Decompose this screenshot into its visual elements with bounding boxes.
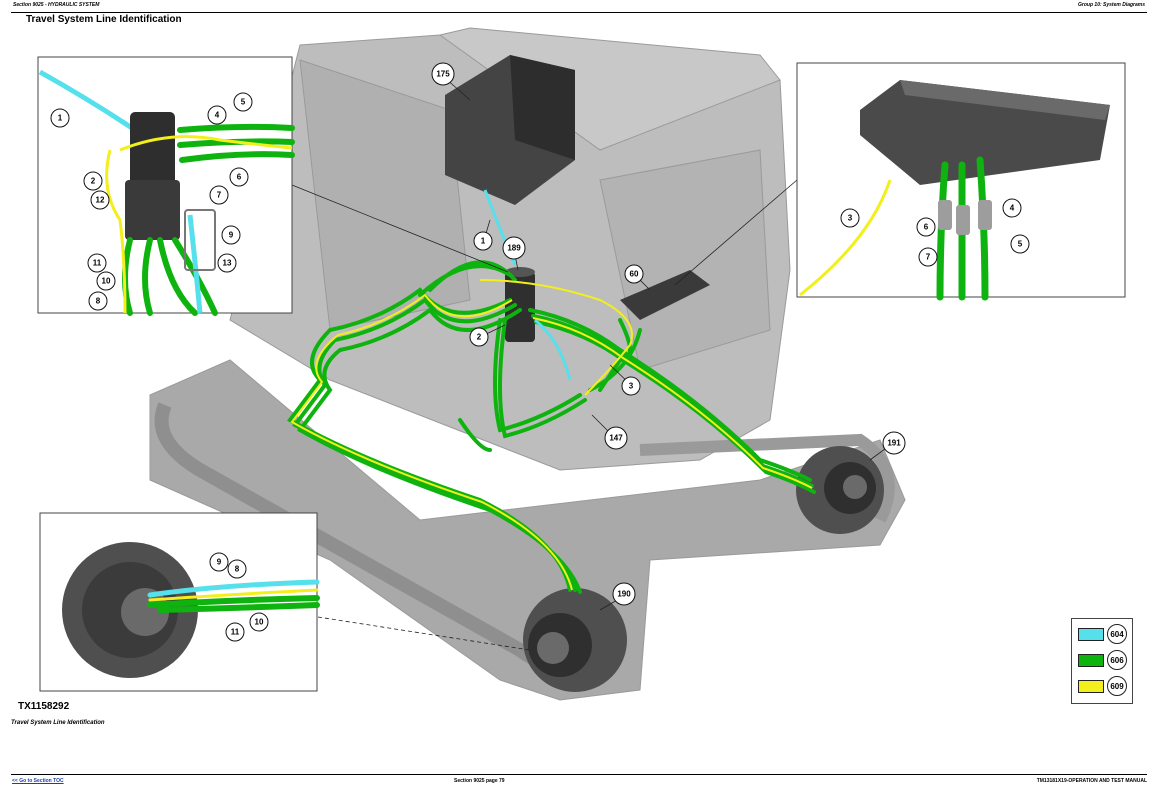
inset-bl-callout-10: 10 bbox=[249, 612, 269, 632]
callout-189: 189 bbox=[502, 236, 526, 260]
callout-1: 1 bbox=[473, 231, 493, 251]
callout-3: 3 bbox=[621, 376, 641, 396]
figure-caption: Travel System Line Identification bbox=[11, 720, 105, 726]
inset-tr-callout-3: 3 bbox=[840, 208, 860, 228]
legend-code-604: 604 bbox=[1107, 624, 1127, 644]
inset-bl-callout-11: 11 bbox=[225, 622, 245, 642]
inset-tl-callout-11: 11 bbox=[87, 253, 107, 273]
inset-tl-callout-5: 5 bbox=[233, 92, 253, 112]
figure-id: TX1158292 bbox=[18, 701, 70, 712]
page-number: Section 9025 page 79 bbox=[454, 778, 505, 784]
inset-top-left-art bbox=[38, 69, 295, 316]
section-toc-link[interactable]: << Go to Section TOC bbox=[12, 778, 64, 784]
sprocket-191 bbox=[796, 446, 884, 534]
line-color-legend: 604 606 609 bbox=[1071, 618, 1133, 704]
inset-tr-callout-4: 4 bbox=[1002, 198, 1022, 218]
callout-175: 175 bbox=[431, 62, 455, 86]
callout-190: 190 bbox=[612, 582, 636, 606]
inset-tl-callout-13: 13 bbox=[217, 253, 237, 273]
inset-tl-callout-2: 2 bbox=[83, 171, 103, 191]
page-title: Travel System Line Identification bbox=[26, 14, 182, 25]
header-group: Group 10: System Diagrams bbox=[1078, 2, 1145, 8]
hose-green-main bbox=[287, 260, 816, 594]
legend-row-604: 604 bbox=[1078, 624, 1127, 644]
control-valve-60 bbox=[620, 270, 710, 320]
center-swivel-189 bbox=[505, 267, 535, 342]
legend-row-609: 609 bbox=[1078, 676, 1127, 696]
legend-swatch-green bbox=[1078, 653, 1104, 667]
inset-tl-callout-12: 12 bbox=[90, 190, 110, 210]
header-rule bbox=[11, 12, 1147, 13]
callout-60: 60 bbox=[624, 264, 644, 284]
inset-tl-callout-4: 4 bbox=[207, 105, 227, 125]
control-box-175 bbox=[445, 55, 575, 205]
callout-191: 191 bbox=[882, 431, 906, 455]
legend-code-606: 606 bbox=[1107, 650, 1127, 670]
callout-147: 147 bbox=[604, 426, 628, 450]
inset-bl-callout-8: 8 bbox=[227, 559, 247, 579]
inset-tl-callout-10: 10 bbox=[96, 271, 116, 291]
sprocket-190 bbox=[523, 588, 627, 692]
inset-tl-callout-7: 7 bbox=[209, 185, 229, 205]
hose-yellow-main bbox=[290, 279, 813, 591]
callout-2: 2 bbox=[469, 327, 489, 347]
inset-tl-callout-1: 1 bbox=[50, 108, 70, 128]
inset-tl-callout-9: 9 bbox=[221, 225, 241, 245]
inset-tr-callout-7: 7 bbox=[918, 247, 938, 267]
inset-top-right-art bbox=[799, 80, 1110, 301]
inset-bottom-left-art bbox=[62, 542, 320, 678]
legend-row-606: 606 bbox=[1078, 650, 1127, 670]
inset-bl-callout-9: 9 bbox=[209, 552, 229, 572]
track-right bbox=[639, 433, 895, 523]
legend-swatch-yellow bbox=[1078, 679, 1104, 693]
inset-tr-callout-6: 6 bbox=[916, 217, 936, 237]
footer-rule bbox=[11, 774, 1147, 775]
legend-code-609: 609 bbox=[1107, 676, 1127, 696]
inset-tl-callout-8: 8 bbox=[88, 291, 108, 311]
header-section: Section 9025 - HYDRAULIC SYSTEM bbox=[13, 2, 100, 8]
legend-swatch-cyan bbox=[1078, 627, 1104, 641]
inset-tr-callout-5: 5 bbox=[1010, 234, 1030, 254]
manual-title: TM13181X19-OPERATION AND TEST MANUAL bbox=[1036, 778, 1147, 784]
inset-tl-callout-6: 6 bbox=[229, 167, 249, 187]
